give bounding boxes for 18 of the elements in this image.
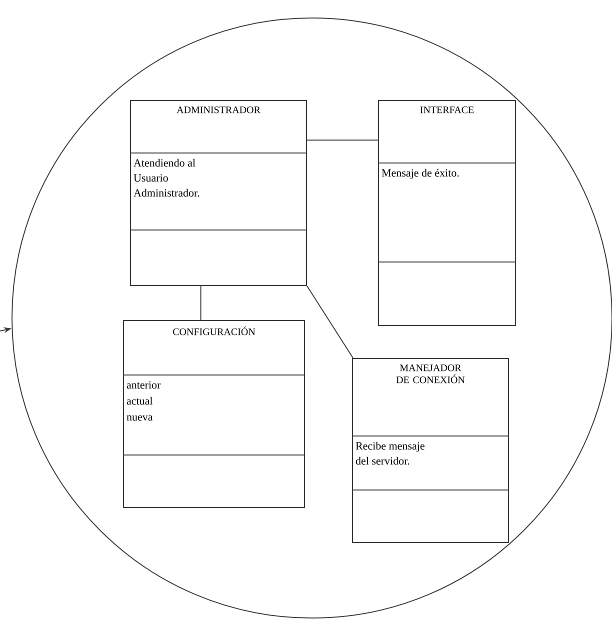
class-box: [130, 100, 308, 286]
class-box: [122, 320, 306, 508]
attribute-text: Atendiendo al Usuario Administrador.: [134, 158, 200, 197]
class-box: [352, 358, 510, 543]
class-box: [378, 100, 516, 326]
attribute-text: Mensaje de éxito.: [382, 168, 459, 179]
association-line: [306, 286, 354, 358]
class-name: CONFIGURACIÓN: [173, 326, 256, 336]
association-line: [306, 140, 378, 141]
attribute-text: nueva: [126, 415, 153, 421]
class-name: MANEJADOR DE CONEXIÓN: [396, 364, 465, 384]
class-name: ADMINISTRADOR: [176, 106, 260, 114]
attribute-text: anterior: [126, 381, 161, 389]
boundary-circle: [12, 18, 612, 618]
attribute-text: actual: [126, 396, 153, 405]
class-name: INTERFACE: [420, 106, 474, 114]
association-line: [200, 286, 202, 320]
attribute-text: Recibe mensaje del servidor.: [356, 442, 424, 465]
